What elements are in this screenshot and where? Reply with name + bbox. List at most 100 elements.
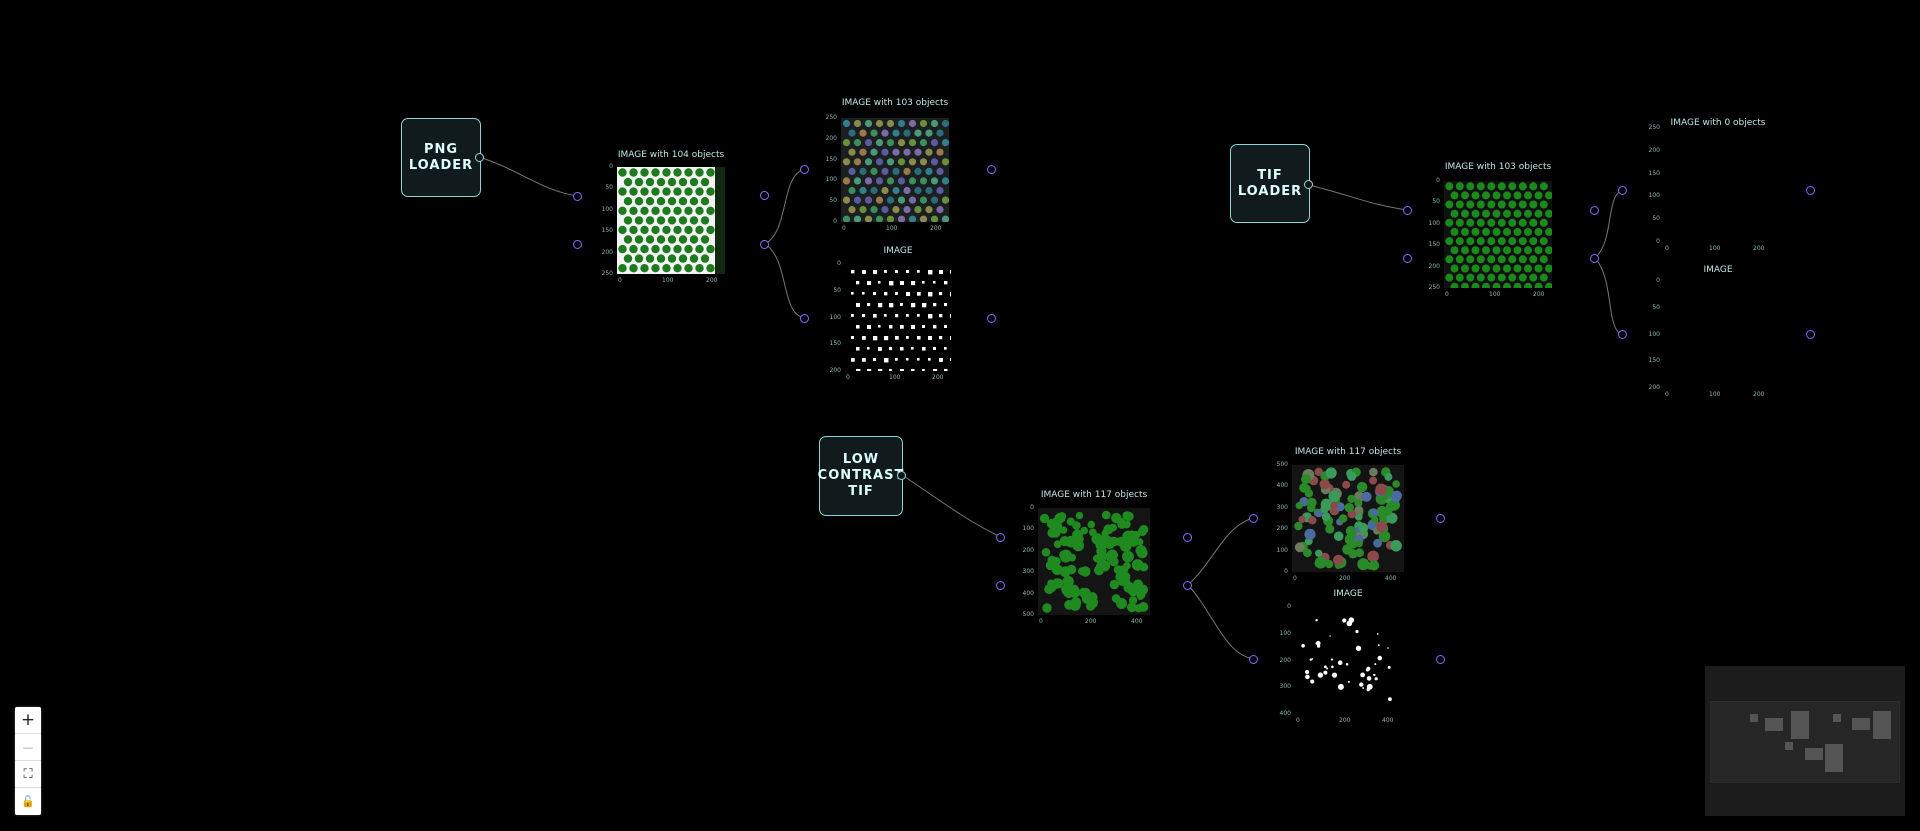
y-tick-label: 100 bbox=[1648, 192, 1660, 200]
plot-image bbox=[845, 264, 951, 371]
output-port[interactable] bbox=[1806, 186, 1815, 195]
input-port[interactable] bbox=[996, 581, 1005, 590]
x-tick-label: 0 bbox=[1293, 575, 1297, 582]
plot-title: IMAGE with 117 objects bbox=[1294, 447, 1402, 457]
plot-title: IMAGE with 117 objects bbox=[1040, 490, 1148, 500]
x-tick-label: 200 bbox=[1085, 618, 1097, 625]
zoom-out-button[interactable]: — bbox=[15, 734, 41, 761]
input-port[interactable] bbox=[1618, 330, 1627, 339]
edge bbox=[478, 156, 578, 197]
y-tick-label: 0 bbox=[1656, 277, 1660, 284]
input-port[interactable] bbox=[1403, 254, 1412, 263]
output-port[interactable] bbox=[760, 191, 769, 200]
input-port[interactable] bbox=[1249, 655, 1258, 664]
plot-image bbox=[1295, 607, 1401, 714]
output-port[interactable] bbox=[475, 153, 484, 162]
plot-title: IMAGE with 104 objects bbox=[617, 150, 725, 160]
low-contrast-tif-node[interactable]: LOW CONTRAST TIF bbox=[818, 436, 903, 516]
x-tick-label: 100 bbox=[1709, 391, 1721, 398]
y-tick-label: 250 bbox=[825, 114, 837, 121]
y-tick-label: 0 bbox=[833, 218, 837, 225]
x-tick-label: 200 bbox=[1753, 391, 1765, 398]
edge bbox=[1187, 517, 1255, 586]
y-tick-label: 150 bbox=[1648, 357, 1660, 365]
output-port[interactable] bbox=[1590, 206, 1599, 215]
y-tick-label: 200 bbox=[825, 134, 837, 142]
input-port[interactable] bbox=[573, 240, 582, 249]
plot-image bbox=[1292, 465, 1404, 572]
input-port[interactable] bbox=[800, 314, 809, 323]
output-port[interactable] bbox=[1304, 180, 1313, 189]
output-port[interactable] bbox=[1590, 254, 1599, 263]
y-tick-label: 50 bbox=[1652, 303, 1660, 311]
output-port[interactable] bbox=[1183, 581, 1192, 590]
edge bbox=[1308, 184, 1409, 211]
y-tick-label: 50 bbox=[833, 286, 841, 294]
edge bbox=[764, 243, 806, 319]
input-port[interactable] bbox=[996, 533, 1005, 542]
x-tick-label: 200 bbox=[1533, 291, 1545, 298]
x-tick-label: 100 bbox=[889, 374, 901, 381]
x-tick-label: 100 bbox=[1489, 291, 1501, 298]
minimap-node bbox=[1805, 748, 1823, 760]
input-port[interactable] bbox=[1403, 206, 1412, 215]
edge bbox=[1594, 257, 1624, 336]
y-tick-label: 200 bbox=[829, 367, 841, 374]
y-tick-label: 100 bbox=[1022, 525, 1034, 533]
output-port[interactable] bbox=[1436, 655, 1445, 664]
input-port[interactable] bbox=[800, 165, 809, 174]
y-tick-label: 150 bbox=[1648, 169, 1660, 177]
plot-image bbox=[1038, 508, 1150, 615]
y-tick-label: 200 bbox=[1648, 384, 1660, 391]
zoom-in-button[interactable]: + bbox=[15, 707, 41, 734]
x-tick-label: 100 bbox=[662, 277, 674, 284]
y-tick-label: 150 bbox=[1428, 241, 1440, 249]
fit-view-button[interactable]: ⛶ bbox=[15, 761, 41, 788]
input-port[interactable] bbox=[1249, 514, 1258, 523]
y-tick-label: 50 bbox=[1432, 198, 1440, 206]
output-port[interactable] bbox=[987, 314, 996, 323]
x-tick-label: 200 bbox=[1753, 245, 1765, 252]
x-tick-label: 400 bbox=[1382, 717, 1394, 724]
output-port[interactable] bbox=[1183, 533, 1192, 542]
x-tick-label: 400 bbox=[1385, 575, 1397, 582]
x-tick-label: 100 bbox=[1709, 245, 1721, 252]
y-tick-label: 0 bbox=[1287, 603, 1291, 610]
y-tick-label: 50 bbox=[605, 184, 613, 192]
y-tick-label: 400 bbox=[1276, 482, 1288, 490]
plot-title: IMAGE with 103 objects bbox=[1444, 162, 1552, 172]
output-port[interactable] bbox=[1436, 514, 1445, 523]
x-tick-label: 400 bbox=[1131, 618, 1143, 625]
output-port[interactable] bbox=[987, 165, 996, 174]
output-port[interactable] bbox=[1806, 330, 1815, 339]
x-tick-label: 0 bbox=[842, 225, 846, 232]
x-tick-label: 200 bbox=[932, 374, 944, 381]
y-tick-label: 0 bbox=[1030, 504, 1034, 511]
x-tick-label: 200 bbox=[1339, 575, 1351, 582]
x-tick-label: 0 bbox=[1665, 245, 1669, 252]
minimap-node bbox=[1785, 742, 1793, 750]
edge bbox=[764, 168, 806, 245]
y-tick-label: 0 bbox=[1436, 177, 1440, 184]
output-port[interactable] bbox=[897, 471, 906, 480]
x-tick-label: 200 bbox=[706, 277, 718, 284]
png-loader-node[interactable]: PNG LOADER bbox=[401, 118, 481, 197]
lock-button[interactable]: 🔓 bbox=[21, 795, 35, 808]
y-tick-label: 100 bbox=[829, 313, 841, 321]
y-tick-label: 300 bbox=[1279, 683, 1291, 691]
y-tick-label: 100 bbox=[601, 205, 613, 213]
input-port[interactable] bbox=[1618, 186, 1627, 195]
output-port[interactable] bbox=[760, 240, 769, 249]
y-tick-label: 300 bbox=[1276, 503, 1288, 511]
plot-image bbox=[1444, 181, 1552, 288]
y-tick-label: 500 bbox=[1276, 461, 1288, 468]
input-port[interactable] bbox=[573, 192, 582, 201]
y-tick-label: 50 bbox=[1652, 215, 1660, 223]
minimap-node bbox=[1791, 711, 1809, 739]
y-tick-label: 100 bbox=[1428, 219, 1440, 227]
minimap[interactable] bbox=[1705, 666, 1905, 816]
tif-loader-node[interactable]: TIF LOADER bbox=[1230, 144, 1310, 223]
x-tick-label: 0 bbox=[1445, 291, 1449, 298]
x-tick-label: 0 bbox=[1039, 618, 1043, 625]
